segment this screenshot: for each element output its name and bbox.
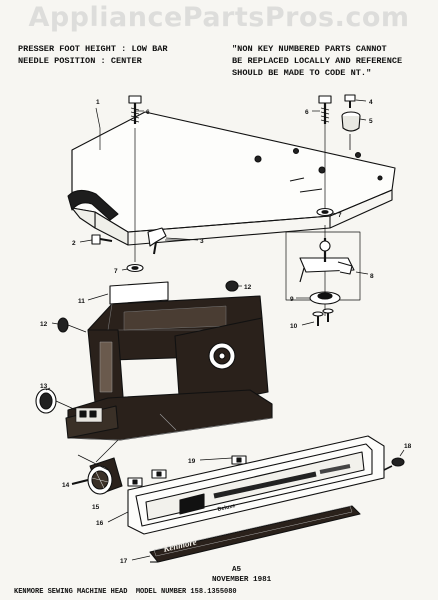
callout-12-left: 12 bbox=[40, 321, 48, 328]
watermark: AppliancePartsPros.com bbox=[28, 2, 410, 33]
screw-part-10 bbox=[312, 308, 334, 326]
callout-16: 16 bbox=[96, 520, 104, 527]
setting-note-presser-foot: PRESSER FOOT HEIGHT : LOW BAR bbox=[18, 44, 168, 54]
callout-17: 17 bbox=[120, 558, 128, 565]
top-cover-part bbox=[67, 111, 396, 246]
screw-part-6-left bbox=[128, 95, 142, 124]
screw-part-4 bbox=[344, 94, 356, 108]
callout-3: 3 bbox=[200, 238, 204, 245]
callout-10: 10 bbox=[290, 323, 298, 330]
callout-18: 18 bbox=[404, 443, 412, 450]
footer-title: KENMORE SEWING MACHINE HEAD MODEL NUMBER… bbox=[14, 588, 237, 596]
knob-part-12-upper bbox=[225, 280, 239, 292]
tension-disc-part-9 bbox=[309, 291, 341, 305]
nameplate-part-17 bbox=[149, 505, 361, 563]
callout-5: 5 bbox=[369, 118, 373, 125]
screw-part-6-right bbox=[318, 95, 332, 124]
callout-12-right: 12 bbox=[244, 284, 252, 291]
setting-note-needle: NEEDLE POSITION : CENTER bbox=[18, 56, 142, 66]
tension-assembly-part-8 bbox=[285, 231, 361, 301]
front-plate-badge: Deluxe bbox=[217, 503, 236, 513]
callout-2: 2 bbox=[72, 240, 76, 247]
knob-part-12-lower bbox=[57, 317, 87, 333]
callout-19: 19 bbox=[188, 458, 196, 465]
callout-4: 4 bbox=[369, 99, 373, 106]
machine-head-body bbox=[65, 295, 273, 441]
screw-part-2 bbox=[91, 234, 113, 245]
parts-note-line2: BE REPLACED LOCALLY AND REFERENCE bbox=[232, 56, 403, 66]
callout-14: 14 bbox=[62, 482, 70, 489]
callout-13: 13 bbox=[40, 383, 48, 390]
diagram-date: NOVEMBER 1981 bbox=[212, 576, 272, 584]
front-plate-part-16 bbox=[127, 435, 385, 535]
panel-part-11 bbox=[109, 281, 169, 305]
callout-7-left: 7 bbox=[114, 268, 118, 275]
page-code: A5 bbox=[232, 566, 242, 574]
screw-part-18 bbox=[383, 457, 405, 471]
callout-6-right: 6 bbox=[305, 109, 309, 116]
callout-15: 15 bbox=[92, 504, 100, 511]
thread-guide-part-3 bbox=[147, 227, 190, 255]
stitch-knob-part-15 bbox=[71, 439, 123, 495]
thread-cap-part-5 bbox=[341, 111, 361, 150]
parts-note-line3: SHOULD BE MADE TO CODE NT." bbox=[232, 68, 372, 78]
callout-7-right: 7 bbox=[338, 212, 342, 219]
callout-6-left: 6 bbox=[146, 109, 150, 116]
parts-note-line1: "NON KEY NUMBERED PARTS CANNOT bbox=[232, 44, 387, 54]
dial-part-13 bbox=[35, 388, 77, 414]
callout-11: 11 bbox=[78, 298, 85, 305]
callout-8: 8 bbox=[370, 273, 374, 280]
callout-1: 1 bbox=[96, 99, 100, 106]
callout-9: 9 bbox=[290, 296, 294, 303]
